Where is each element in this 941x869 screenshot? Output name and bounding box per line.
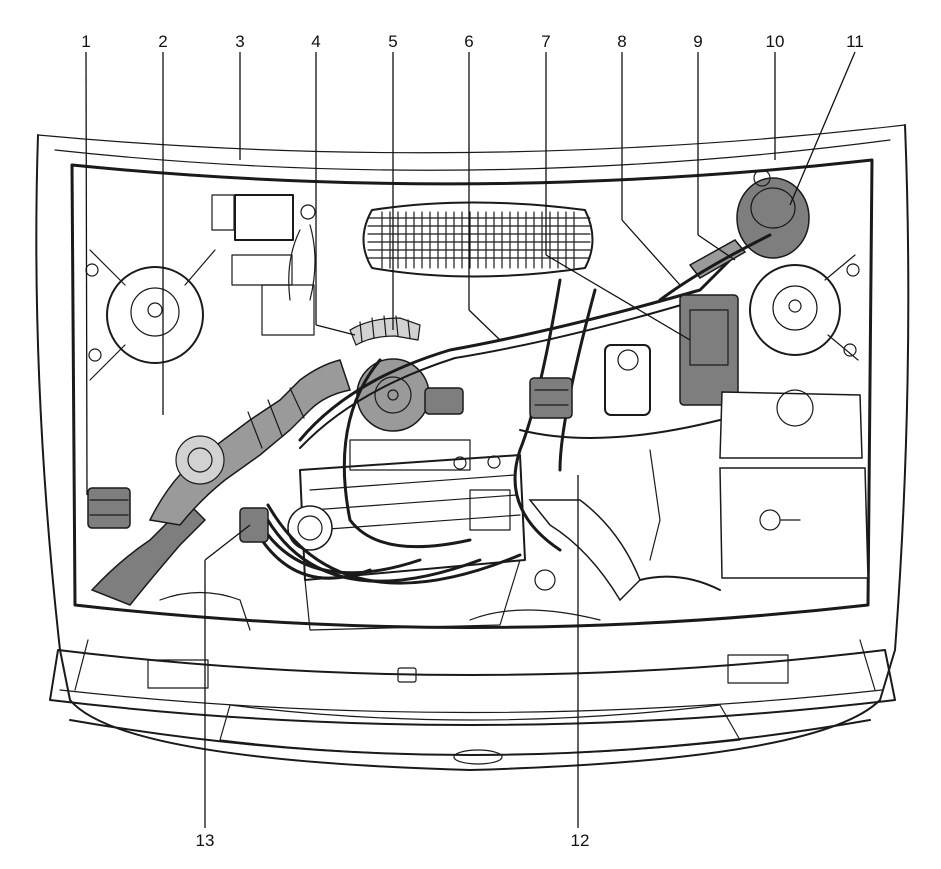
left-suspension-turret <box>85 249 216 381</box>
callout-11: 11 <box>846 32 864 51</box>
callout-labels: 1 2 3 4 5 6 7 8 9 10 11 12 13 <box>81 32 864 850</box>
body-outline <box>35 124 910 771</box>
ignition-module <box>529 377 573 419</box>
callout-3: 3 <box>235 32 244 51</box>
callout-7: 7 <box>541 32 550 51</box>
callout-5: 5 <box>388 32 397 51</box>
upper-left-components <box>211 194 316 336</box>
distributor <box>356 358 464 432</box>
scuttle-grille <box>362 201 594 278</box>
vacuum-hose <box>658 233 772 302</box>
engine-block <box>299 439 526 631</box>
right-suspension-turret <box>749 254 860 361</box>
callout-13: 13 <box>196 831 215 850</box>
leader-7b <box>545 254 691 341</box>
leader-1 <box>85 51 88 496</box>
air-intake-hose <box>87 359 351 606</box>
leader-8b <box>621 219 681 286</box>
callout-4: 4 <box>311 32 320 51</box>
brake-fluid-reservoir <box>604 344 651 416</box>
leader-lines <box>85 51 856 828</box>
washer-reservoir <box>719 467 869 579</box>
fuse-box <box>679 294 739 406</box>
leader-6b <box>468 309 501 341</box>
callout-10: 10 <box>766 32 785 51</box>
callout-1: 1 <box>81 32 90 51</box>
carbon-canister <box>688 169 810 279</box>
callout-6: 6 <box>464 32 473 51</box>
leader-4b <box>315 324 356 336</box>
air-duct-upper <box>349 315 421 346</box>
callout-9: 9 <box>693 32 702 51</box>
leader-9b <box>697 234 736 261</box>
callout-12: 12 <box>571 831 590 850</box>
leader-13b <box>204 524 251 561</box>
lower-components <box>159 449 721 631</box>
ht-leads <box>239 358 522 585</box>
oil-filler-cap <box>287 505 333 551</box>
leader-11 <box>789 51 856 206</box>
coolant-expansion-tank <box>719 389 863 459</box>
callout-2: 2 <box>158 32 167 51</box>
callout-8: 8 <box>617 32 626 51</box>
